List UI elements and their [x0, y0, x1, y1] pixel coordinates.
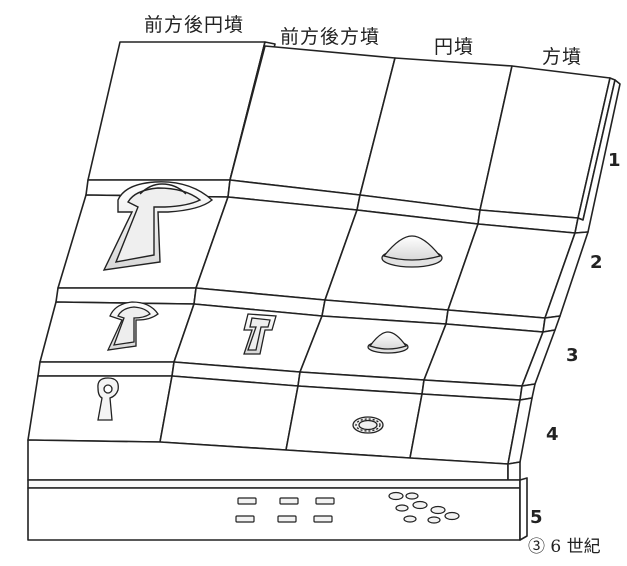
period-caption: ③ 6 世紀 [528, 537, 601, 557]
top-row4-col4 [409, 393, 521, 465]
column-header-enpun: 円墳 [434, 36, 475, 58]
small-round-graves [388, 491, 460, 524]
keyhole-mound-outline [97, 377, 119, 421]
round-mound-large [381, 235, 443, 268]
small-rect-graves [235, 497, 335, 523]
row-label-5: 5 [530, 507, 543, 528]
keyhole-mound-large [102, 181, 214, 271]
ring-mound [352, 416, 384, 434]
base-side [519, 477, 528, 541]
column-header-hofun: 方墳 [542, 46, 583, 68]
row-label-1: 1 [608, 150, 621, 171]
row-label-3: 3 [566, 345, 579, 366]
keyhole-mound-small [106, 301, 159, 351]
top-row4-col2 [159, 375, 299, 451]
round-mound-small [367, 331, 409, 354]
column-header-zenpo-koho: 前方後方墳 [280, 26, 381, 48]
side-row3b [519, 383, 536, 401]
side-row4b [507, 461, 521, 481]
column-header-zenpo-koen: 前方後円墳 [144, 14, 245, 36]
side-row2b [542, 315, 561, 333]
front-row3-col1 [37, 361, 175, 377]
square-keyhole-mound [243, 313, 277, 355]
row-label-2: 2 [590, 252, 603, 273]
base-top [27, 479, 521, 489]
row-label-4: 4 [546, 424, 559, 445]
